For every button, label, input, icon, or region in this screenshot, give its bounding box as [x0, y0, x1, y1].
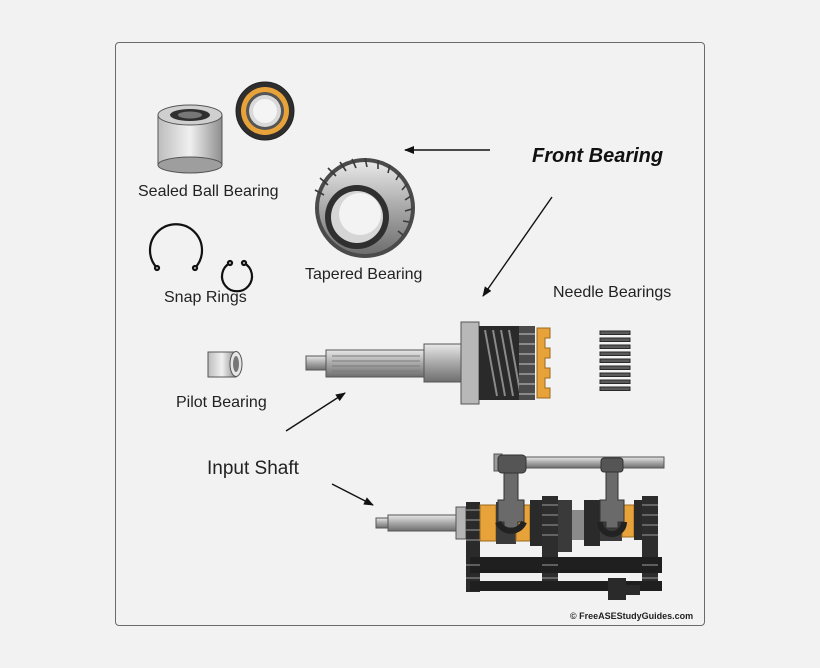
- sealed-ball-bearing-illustration: [157, 104, 223, 174]
- input-shaft-label: Input Shaft: [207, 458, 299, 479]
- tapered-bearing-label: Tapered Bearing: [305, 266, 423, 283]
- arrow-input-shaft-up: [285, 392, 346, 432]
- snap-rings-label: Snap Rings: [164, 289, 247, 306]
- tapered-bearing-illustration: [314, 157, 415, 258]
- pilot-bearing-label: Pilot Bearing: [176, 394, 267, 411]
- input-shaft-illustration: [305, 321, 551, 405]
- front-bearing-label: Front Bearing: [532, 145, 664, 167]
- snap-rings-illustration: [148, 223, 254, 293]
- pilot-bearing-illustration: [207, 351, 243, 378]
- needle-bearings-illustration: [599, 330, 631, 391]
- copyright-notice: © FreeASEStudyGuides.com: [570, 611, 694, 621]
- needle-bearings-label: Needle Bearings: [553, 284, 672, 301]
- transmission-assembly-illustration: [375, 453, 665, 600]
- sealed-ball-bearing-label: Sealed Ball Bearing: [138, 183, 279, 200]
- sealed-ball-bearing-face: [235, 81, 295, 141]
- arrow-front-bearing-to-shaft: [482, 196, 553, 297]
- arrow-input-shaft-down: [331, 483, 374, 506]
- arrows: [285, 146, 553, 506]
